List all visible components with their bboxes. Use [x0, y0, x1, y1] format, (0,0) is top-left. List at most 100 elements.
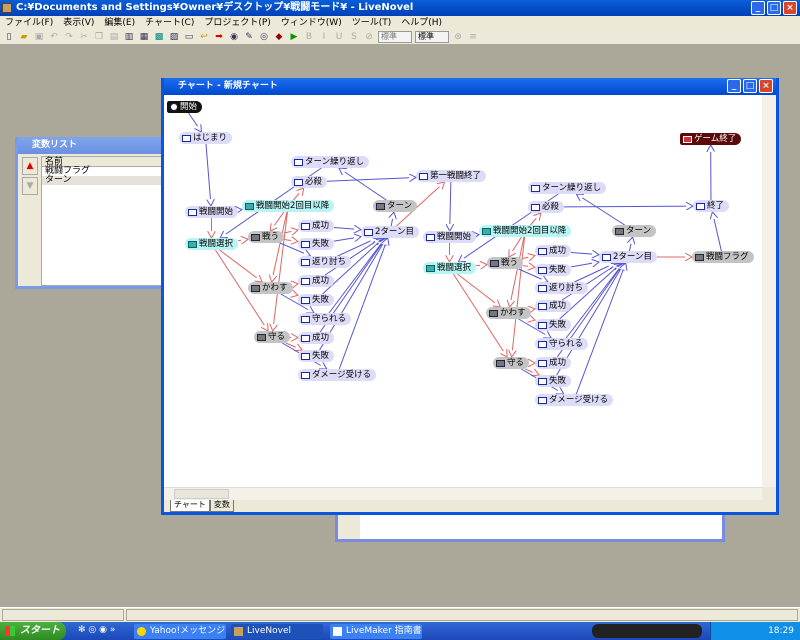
branch-edge[interactable]: [396, 182, 445, 227]
flow-edge[interactable]: [574, 263, 615, 283]
arrow-icon[interactable]: ➡: [215, 32, 223, 42]
strike-icon[interactable]: S: [351, 32, 357, 42]
flow-edge[interactable]: [576, 194, 625, 226]
font-select[interactable]: 標準: [415, 31, 449, 43]
flow-edge[interactable]: [333, 237, 361, 241]
branch-edge[interactable]: [270, 211, 285, 231]
branch-edge[interactable]: [214, 249, 268, 331]
ruby-icon[interactable]: ⊘: [365, 32, 373, 42]
move-down-button[interactable]: ▼: [22, 177, 38, 195]
chart-node-calc[interactable]: 戦う: [248, 231, 285, 243]
column-header-name[interactable]: 名前: [42, 157, 174, 167]
chart-node-calc[interactable]: かわす: [486, 307, 531, 319]
open-icon[interactable]: ▰: [20, 32, 28, 42]
chart-node-book[interactable]: 戦闘開始: [185, 206, 239, 218]
chart-node-book[interactable]: はじまり: [179, 132, 233, 144]
flow-edge[interactable]: [518, 268, 548, 282]
bold-icon[interactable]: B: [305, 32, 313, 42]
font-size-select[interactable]: 標準: [378, 31, 412, 43]
start-button[interactable]: スタート: [0, 622, 66, 640]
branch-edge[interactable]: [509, 236, 525, 307]
flow-edge[interactable]: [326, 177, 416, 181]
flow-edge[interactable]: [450, 181, 451, 231]
branch-edge[interactable]: [285, 342, 302, 350]
task-livemaker-guide[interactable]: LiveMaker 指南書 - ...: [330, 624, 422, 639]
flow-edge[interactable]: [324, 238, 381, 276]
chart-node-branch[interactable]: 戦闘開始2回目以降: [242, 200, 335, 212]
menu-window[interactable]: ウィンドウ(W): [280, 18, 342, 28]
chart-node-calc[interactable]: かわす: [248, 282, 293, 294]
chart-minimize-button[interactable]: _: [727, 79, 741, 93]
flow-edge[interactable]: [556, 263, 625, 376]
undo-icon[interactable]: ↶: [50, 32, 58, 42]
chart-node-end[interactable]: ゲーム終了: [680, 133, 742, 145]
chart-node-start[interactable]: 開始: [167, 101, 203, 113]
record-icon[interactable]: ◎: [260, 32, 268, 42]
horizontal-scrollbar[interactable]: [164, 487, 762, 500]
chart-canvas[interactable]: 開始はじまりターン繰り返し必殺戦闘開始戦闘開始2回目以降戦闘選択戦う成功失敗返り…: [164, 95, 762, 487]
tab-variables[interactable]: 変数: [209, 500, 234, 512]
flow-edge[interactable]: [570, 262, 599, 268]
chart-node-branch[interactable]: 戦闘選択: [423, 262, 477, 274]
branch-edge[interactable]: [293, 294, 298, 295]
branch-edge[interactable]: [452, 273, 507, 357]
chart-node-book[interactable]: ダメージ受ける: [535, 394, 614, 406]
chart-node-book[interactable]: 失敗: [535, 375, 572, 387]
stop-icon[interactable]: ◆: [275, 32, 283, 42]
flow-edge[interactable]: [559, 263, 622, 320]
flow-edge[interactable]: [564, 206, 693, 207]
chart-node-book[interactable]: 失敗: [535, 319, 572, 331]
chart-node-book[interactable]: 戦闘開始: [423, 231, 477, 243]
chart-node-book[interactable]: 成功: [535, 300, 572, 312]
chart-node-book[interactable]: ターン繰り返し: [528, 182, 607, 194]
branch-edge[interactable]: [293, 284, 298, 285]
save-icon[interactable]: ▣: [34, 32, 44, 42]
flow-edge[interactable]: [391, 212, 394, 227]
chart-node-book[interactable]: 守られる: [298, 313, 352, 325]
variable-list-title-bar[interactable]: 変数リスト: [18, 137, 172, 154]
chart-node-book[interactable]: 必殺: [291, 176, 328, 188]
book-node-icon[interactable]: ▥: [124, 32, 134, 42]
branch-edge[interactable]: [273, 211, 288, 331]
chart-node-book[interactable]: 成功: [298, 275, 335, 287]
chart-node-book[interactable]: 失敗: [298, 238, 335, 250]
branch-edge[interactable]: [522, 256, 535, 259]
menu-tool[interactable]: ツール(T): [351, 18, 392, 28]
run-icon[interactable]: ▶: [290, 32, 298, 42]
flow-edge[interactable]: [339, 168, 387, 201]
menu-view[interactable]: 表示(V): [63, 18, 95, 28]
flow-edge[interactable]: [188, 112, 202, 132]
branch-edge[interactable]: [531, 309, 535, 310]
flow-edge[interactable]: [338, 238, 388, 370]
flow-edge[interactable]: [337, 238, 377, 257]
branch-edge[interactable]: [283, 230, 298, 233]
chart-node-book[interactable]: 失敗: [298, 294, 335, 306]
chart-node-book[interactable]: 第一戦闘終了: [416, 170, 487, 182]
branch-edge[interactable]: [524, 368, 539, 375]
chart-node-calc[interactable]: ターン: [373, 200, 418, 212]
align-icon[interactable]: ≡: [469, 32, 477, 42]
flow-edge[interactable]: [279, 242, 310, 256]
branch-edge[interactable]: [237, 239, 248, 240]
chart-node-calc[interactable]: 守る: [254, 331, 291, 343]
branch-edge[interactable]: [509, 236, 522, 257]
branch-edge[interactable]: [272, 211, 288, 282]
link-icon[interactable]: ◉: [230, 32, 238, 42]
chart-node-book[interactable]: 2ターン目: [361, 226, 419, 238]
chart-node-calc[interactable]: 守る: [493, 357, 530, 369]
tab-chart[interactable]: チャート: [170, 500, 210, 512]
close-button[interactable]: ×: [783, 1, 797, 15]
chart-node-calc[interactable]: ターン: [612, 225, 657, 237]
branch-edge[interactable]: [457, 273, 500, 307]
vertical-scrollbar[interactable]: [762, 95, 776, 487]
menu-chart[interactable]: チャート(C): [145, 18, 195, 28]
app-title-bar[interactable]: C:¥Documents and Settings¥Owner¥デスクトップ¥戦…: [0, 0, 800, 16]
flow-edge[interactable]: [333, 227, 361, 229]
cut-icon[interactable]: ✂: [80, 32, 88, 42]
scroll-thumb[interactable]: [174, 489, 229, 499]
chart-node-book[interactable]: 守られる: [535, 338, 589, 350]
chart-node-book[interactable]: 成功: [535, 245, 572, 257]
chart-title-bar[interactable]: チャート - 新規チャート _□×: [164, 78, 776, 95]
flow-edge[interactable]: [575, 263, 625, 395]
scissors-link-icon[interactable]: ✎: [245, 32, 253, 42]
